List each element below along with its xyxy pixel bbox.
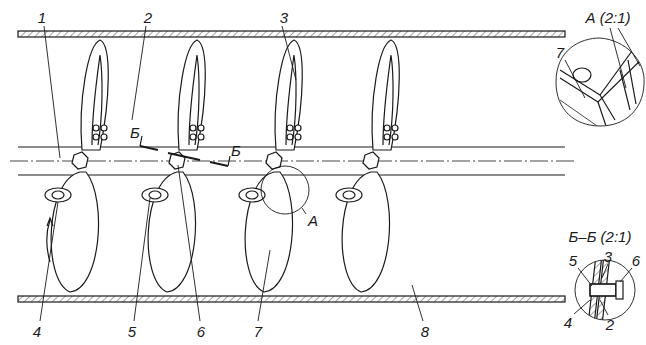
helical-flights xyxy=(45,40,399,292)
callout-number: 6 xyxy=(632,253,640,268)
section-letter: Б xyxy=(130,125,140,140)
callout-number: 7 xyxy=(556,45,564,60)
callout-number: 2 xyxy=(144,10,152,25)
callout-number: 8 xyxy=(421,324,429,339)
shaft xyxy=(10,147,575,175)
section-line xyxy=(140,136,230,166)
callout-number: 1 xyxy=(38,10,46,25)
detail-marker xyxy=(261,166,309,214)
section-b-b xyxy=(574,255,635,325)
callout-number: 5 xyxy=(569,253,577,268)
callout-number: 5 xyxy=(128,324,136,339)
callout-number: 3 xyxy=(280,10,288,25)
callout-number: 7 xyxy=(254,324,262,339)
callout-number: 4 xyxy=(564,315,572,330)
detail-title: А (2:1) xyxy=(585,10,630,25)
detail-letter: А xyxy=(308,213,318,228)
callout-number: 2 xyxy=(606,317,614,332)
pipe-wall xyxy=(18,31,565,302)
callout-number: 6 xyxy=(197,324,205,339)
callout-number: 3 xyxy=(604,249,612,264)
section-letter: Б xyxy=(231,143,241,158)
callout-number: 4 xyxy=(33,324,41,339)
rotation-arrowhead xyxy=(47,218,53,226)
detail-a xyxy=(556,28,646,128)
section-title: Б–Б (2:1) xyxy=(569,229,632,244)
leader-lines xyxy=(40,26,423,321)
